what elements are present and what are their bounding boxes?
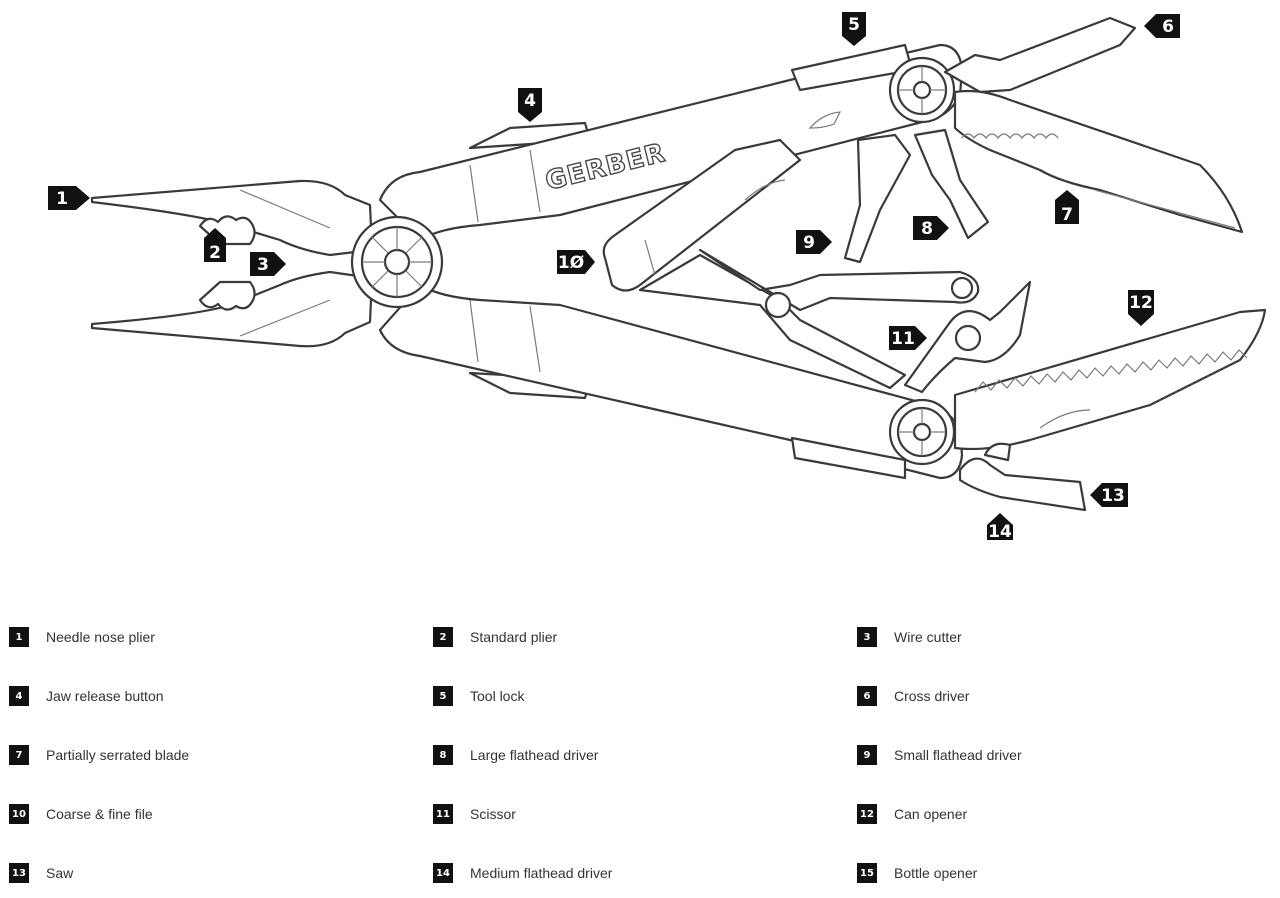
legend-number-badge: 6 bbox=[857, 686, 877, 706]
legend-number-badge: 4 bbox=[9, 686, 29, 706]
svg-text:12: 12 bbox=[1129, 293, 1153, 313]
legend-item: 7 Partially serrated blade bbox=[9, 745, 189, 765]
legend-label: Medium flathead driver bbox=[470, 865, 613, 881]
legend-label: Scissor bbox=[470, 806, 516, 822]
svg-text:11: 11 bbox=[891, 329, 915, 349]
legend-item: 1 Needle nose plier bbox=[9, 627, 155, 647]
legend-number-badge: 1 bbox=[9, 627, 29, 647]
svg-text:9: 9 bbox=[803, 233, 815, 253]
multitool-diagram: GERBER bbox=[48, 12, 1267, 542]
large-flathead-driver bbox=[913, 128, 990, 240]
callout-3: 3 bbox=[250, 252, 286, 276]
medium-flathead-driver bbox=[958, 457, 1087, 512]
legend-label: Can opener bbox=[894, 806, 968, 822]
legend-item: 9 Small flathead driver bbox=[857, 745, 1022, 765]
legend-number-badge: 14 bbox=[433, 863, 453, 883]
legend-label: Jaw release button bbox=[46, 688, 164, 704]
svg-text:14: 14 bbox=[988, 522, 1012, 542]
plier-jaws bbox=[90, 179, 374, 348]
scissor bbox=[638, 248, 980, 390]
svg-text:1: 1 bbox=[56, 189, 68, 209]
legend-item: 13 Saw bbox=[9, 863, 73, 883]
legend-number-badge: 11 bbox=[433, 804, 453, 824]
legend-number-badge: 12 bbox=[857, 804, 877, 824]
legend-label: Wire cutter bbox=[894, 629, 962, 645]
legend-number-badge: 8 bbox=[433, 745, 453, 765]
legend-item: 4 Jaw release button bbox=[9, 686, 164, 706]
svg-text:5: 5 bbox=[848, 15, 860, 35]
legend-item: 5 Tool lock bbox=[433, 686, 524, 706]
upper-pivot bbox=[888, 56, 956, 124]
svg-text:13: 13 bbox=[1101, 486, 1125, 506]
legend: 1 Needle nose plier 2 Standard plier 3 Wire c… bbox=[0, 620, 1280, 898]
legend-number-badge: 15 bbox=[857, 863, 877, 883]
cross-driver bbox=[943, 16, 1137, 94]
legend-label: Tool lock bbox=[470, 688, 525, 704]
legend-item: 11 Scissor bbox=[433, 804, 516, 824]
legend-item: 12 Can opener bbox=[857, 804, 967, 824]
callout-7: 7 bbox=[1055, 190, 1079, 225]
lower-pivot bbox=[888, 398, 956, 466]
small-flathead-driver bbox=[843, 133, 912, 264]
legend-number-badge: 7 bbox=[9, 745, 29, 765]
legend-item: 8 Large flathead driver bbox=[433, 745, 598, 765]
callout-10: 1Ø bbox=[557, 250, 595, 274]
legend-label: Standard plier bbox=[470, 629, 558, 645]
svg-text:2: 2 bbox=[209, 243, 221, 263]
legend-label: Needle nose plier bbox=[46, 629, 155, 645]
callout-1: 1 bbox=[48, 186, 90, 210]
callout-2: 2 bbox=[204, 228, 226, 263]
legend-number-badge: 9 bbox=[857, 745, 877, 765]
legend-item: 14 Medium flathead driver bbox=[433, 863, 612, 883]
legend-item: 15 Bottle opener bbox=[857, 863, 977, 883]
legend-label: Bottle opener bbox=[894, 865, 978, 881]
legend-number-badge: 3 bbox=[857, 627, 877, 647]
callout-8: 8 bbox=[913, 216, 949, 240]
main-pivot bbox=[350, 215, 444, 309]
file-tool bbox=[602, 138, 802, 292]
svg-text:3: 3 bbox=[257, 255, 269, 275]
legend-number-badge: 2 bbox=[433, 627, 453, 647]
svg-text:8: 8 bbox=[921, 219, 933, 239]
legend-label: Small flathead driver bbox=[894, 747, 1022, 763]
svg-text:7: 7 bbox=[1061, 205, 1073, 225]
callout-12: 12 bbox=[1128, 290, 1154, 326]
legend-label: Partially serrated blade bbox=[46, 747, 190, 763]
callout-6: 6 bbox=[1144, 14, 1180, 38]
legend-label: Coarse & fine file bbox=[46, 806, 153, 822]
callout-11: 11 bbox=[889, 326, 927, 350]
legend-item: 3 Wire cutter bbox=[857, 627, 962, 647]
legend-item: 2 Standard plier bbox=[433, 627, 557, 647]
upper-handle: GERBER bbox=[378, 43, 964, 242]
multitool-illustration: GERBER bbox=[48, 12, 1267, 542]
legend-item: 6 Cross driver bbox=[857, 686, 969, 706]
callout-14: 14 bbox=[987, 513, 1013, 542]
legend-label: Cross driver bbox=[894, 688, 970, 704]
legend-label: Saw bbox=[46, 865, 74, 881]
legend-label: Large flathead driver bbox=[470, 747, 599, 763]
svg-text:4: 4 bbox=[524, 91, 536, 111]
legend-number-badge: 5 bbox=[433, 686, 453, 706]
callout-9: 9 bbox=[796, 230, 832, 254]
legend-item: 10 Coarse & fine file bbox=[9, 804, 153, 824]
saw bbox=[953, 308, 1267, 451]
svg-text:6: 6 bbox=[1162, 17, 1174, 37]
legend-number-badge: 13 bbox=[9, 863, 29, 883]
legend-number-badge: 10 bbox=[9, 804, 29, 824]
callout-4: 4 bbox=[518, 88, 542, 122]
svg-text:1Ø: 1Ø bbox=[558, 253, 584, 273]
callout-13: 13 bbox=[1090, 483, 1128, 507]
callout-5: 5 bbox=[842, 12, 866, 46]
serrated-blade bbox=[953, 89, 1244, 234]
